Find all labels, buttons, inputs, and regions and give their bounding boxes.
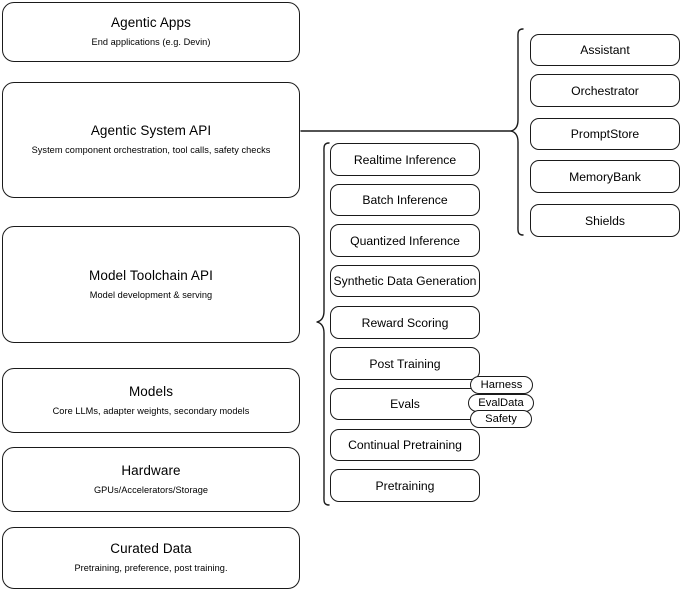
badge-label: Harness	[480, 379, 523, 391]
layer-subtitle: End applications (e.g. Devin)	[91, 37, 211, 48]
layer-subtitle: GPUs/Accelerators/Storage	[93, 484, 209, 495]
component-label: Realtime Inference	[353, 152, 457, 167]
stack-layer-hardware[interactable]: Hardware GPUs/Accelerators/Storage	[2, 447, 300, 512]
stack-layer-agentic-apps[interactable]: Agentic Apps End applications (e.g. Devi…	[2, 2, 300, 62]
layer-title: Models	[128, 383, 174, 399]
toolchain-component-quantized-inference[interactable]: Quantized Inference	[330, 224, 480, 257]
system-component-memorybank[interactable]: MemoryBank	[530, 160, 680, 193]
component-label: Assistant	[580, 43, 630, 57]
layer-title: Agentic System API	[90, 123, 212, 139]
component-label: Synthetic Data Generation	[333, 274, 477, 288]
toolchain-component-realtime-inference[interactable]: Realtime Inference	[330, 143, 480, 176]
system-component-assistant[interactable]: Assistant	[530, 34, 680, 66]
toolchain-component-pretraining[interactable]: Pretraining	[330, 469, 480, 502]
component-label: Pretraining	[375, 478, 435, 493]
layer-title: Curated Data	[110, 541, 192, 557]
layer-subtitle: Pretraining, preference, post training.	[74, 563, 228, 574]
layer-title: Model Toolchain API	[89, 267, 213, 283]
eval-badge-harness[interactable]: Harness	[470, 376, 533, 394]
component-label: PromptStore	[570, 127, 640, 141]
toolchain-component-batch-inference[interactable]: Batch Inference	[330, 184, 480, 216]
badge-label: Safety	[485, 413, 517, 425]
toolchain-component-evals[interactable]: Evals	[330, 388, 480, 420]
layer-subtitle: System component orchestration, tool cal…	[31, 145, 271, 156]
layer-subtitle: Core LLMs, adapter weights, secondary mo…	[52, 405, 250, 416]
component-label: Continual Pretraining	[348, 438, 462, 452]
stack-layer-agentic-system-api[interactable]: Agentic System API System component orch…	[2, 82, 300, 198]
layer-title: Hardware	[121, 462, 181, 478]
stack-layer-curated-data[interactable]: Curated Data Pretraining, preference, po…	[2, 527, 300, 589]
component-label: Reward Scoring	[361, 315, 449, 330]
eval-badge-safety[interactable]: Safety	[470, 410, 532, 428]
component-label: Orchestrator	[571, 83, 639, 98]
brace-system-components	[510, 28, 524, 236]
toolchain-component-post-training[interactable]: Post Training	[330, 347, 480, 380]
component-label: MemoryBank	[569, 169, 641, 184]
component-label: Quantized Inference	[350, 233, 460, 248]
layer-subtitle: Model development & serving	[89, 289, 213, 300]
system-component-orchestrator[interactable]: Orchestrator	[530, 74, 680, 107]
stack-layer-model-toolchain-api[interactable]: Model Toolchain API Model development & …	[2, 226, 300, 343]
system-component-shields[interactable]: Shields	[530, 204, 680, 237]
layer-title: Agentic Apps	[110, 15, 191, 31]
component-label: Batch Inference	[362, 193, 448, 207]
component-label: Evals	[390, 397, 420, 411]
component-label: Shields	[585, 213, 625, 228]
brace-toolchain-components	[316, 142, 330, 506]
component-label: Post Training	[369, 356, 441, 371]
stack-layer-models[interactable]: Models Core LLMs, adapter weights, secon…	[2, 368, 300, 433]
system-component-promptstore[interactable]: PromptStore	[530, 118, 680, 150]
toolchain-component-reward-scoring[interactable]: Reward Scoring	[330, 306, 480, 339]
toolchain-component-continual-pretraining[interactable]: Continual Pretraining	[330, 429, 480, 461]
toolchain-component-synthetic-data-generation[interactable]: Synthetic Data Generation	[330, 265, 480, 297]
badge-label: EvalData	[478, 397, 524, 409]
